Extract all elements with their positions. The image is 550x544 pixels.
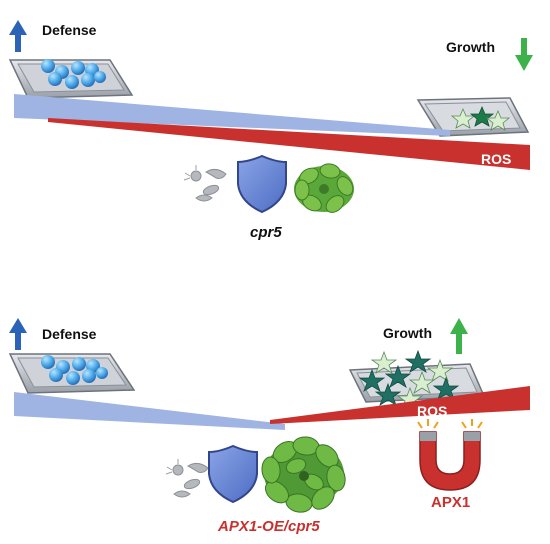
ros-label: ROS [481,151,511,167]
genotype-label: APX1-OE/cpr5 [217,518,320,535]
plant-icon [294,163,354,213]
ros-label: ROS [417,403,447,419]
genotype-label: cpr5 [250,224,282,241]
magnet-icon [417,419,483,491]
ros-bar [270,386,530,424]
defense-arrow-icon [9,20,27,52]
plant-icon [261,436,346,513]
growth-label: Growth [383,325,432,341]
growth-arrow-icon [450,318,468,354]
growth-arrow-icon [515,38,533,71]
defense-label: Defense [42,22,97,38]
defense-label: Defense [42,326,97,342]
shield-icon [208,444,258,504]
shield-icon [237,154,287,214]
pathogen-icon [183,165,227,202]
growth-stars [450,105,511,131]
defense-bar [14,94,450,136]
bottom-panel: Defense Growth [8,318,530,535]
growth-label: Growth [446,39,495,55]
top-panel: Defense Growth [8,20,533,241]
defense-arrow-icon [9,318,27,350]
defense-spheres [41,355,108,385]
scavenger-label: APX1 [431,494,470,511]
ros-bar [48,118,530,170]
defense-spheres [41,59,106,89]
pathogen-icon [165,459,209,498]
defense-bar [14,392,285,430]
